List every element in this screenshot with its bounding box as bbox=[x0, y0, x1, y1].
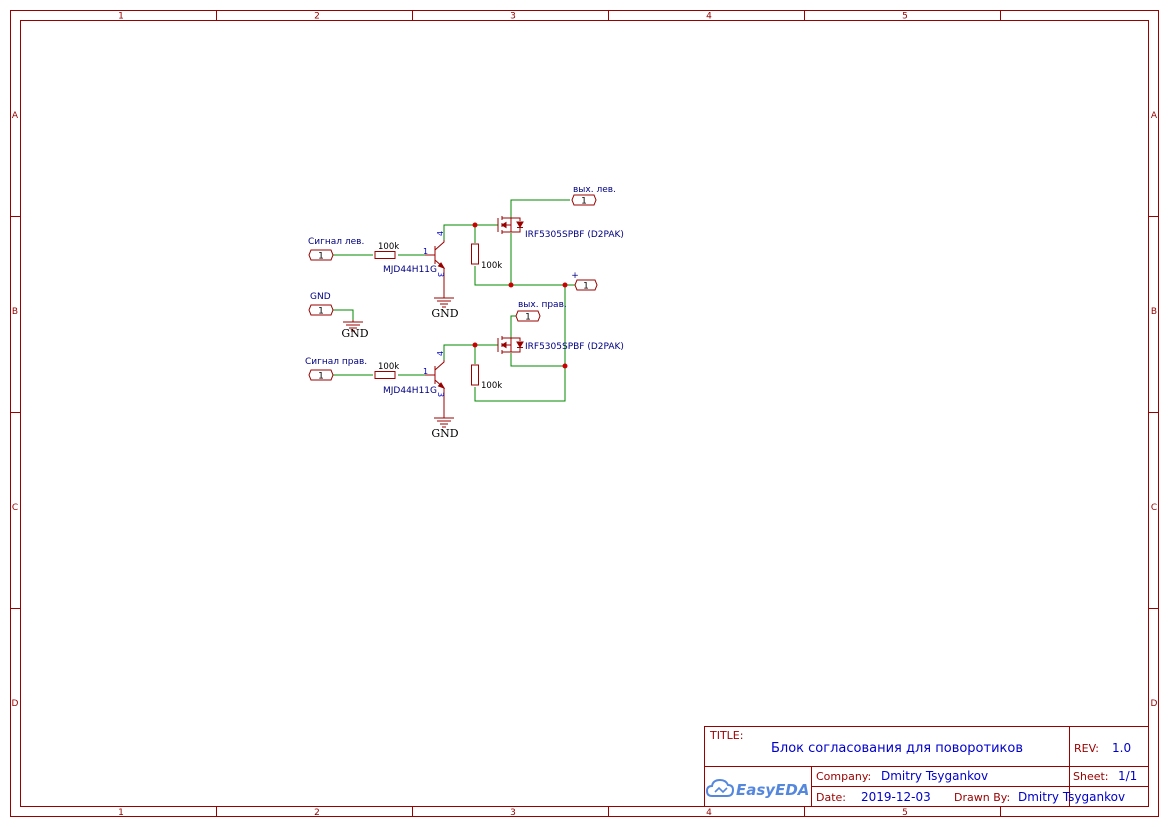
junction-dot bbox=[508, 282, 514, 288]
junctions bbox=[472, 222, 568, 369]
resistor-value: 100k bbox=[481, 381, 502, 391]
cloud-icon bbox=[705, 778, 735, 797]
row-label-left-c: C bbox=[12, 503, 18, 513]
sheet-frame: 1 2 3 4 5 1 2 3 4 5 A B C D A B C D bbox=[10, 10, 1159, 818]
port-label: GND bbox=[310, 292, 331, 302]
port-label: вых. прав. bbox=[518, 300, 567, 310]
col-label-top-1: 1 bbox=[118, 12, 124, 22]
p-mosfet-lower[interactable]: IRF5305SPBF (D2PAK) bbox=[497, 336, 624, 354]
part-number: IRF5305SPBF (D2PAK) bbox=[525, 342, 624, 352]
port-plus[interactable]: + 1 bbox=[571, 271, 598, 292]
row-label-left-a: A bbox=[12, 111, 19, 121]
drawn-by-value: Dmitry Tsygankov bbox=[1018, 790, 1125, 804]
inner-border bbox=[20, 20, 1149, 807]
resistor-value: 100k bbox=[378, 362, 399, 372]
col-label-top-3: 3 bbox=[510, 12, 516, 22]
pin-collector: 4 bbox=[436, 351, 445, 356]
port-number: 1 bbox=[318, 372, 324, 382]
easyeda-logo: EasyEDA bbox=[705, 778, 809, 799]
pin-emitter: 3 bbox=[436, 272, 445, 277]
resistor-base-lower[interactable]: 100k bbox=[374, 362, 399, 379]
gnd-label: GND bbox=[431, 427, 458, 440]
gnd-symbol-port: GND bbox=[341, 320, 369, 340]
port-number: 1 bbox=[318, 307, 324, 317]
port-label: Сигнал лев. bbox=[308, 237, 364, 247]
title-label: TITLE: bbox=[709, 729, 743, 742]
pin-base: 1 bbox=[423, 367, 428, 376]
gnd-label: GND bbox=[431, 307, 458, 320]
row-dividers bbox=[10, 216, 1159, 609]
col-label-bottom-3: 3 bbox=[510, 808, 516, 818]
npn-transistor-lower[interactable]: 1 4 3 MJD44H11G bbox=[383, 351, 446, 397]
resistor-gate-lower[interactable]: 100k bbox=[471, 364, 503, 391]
col-label-bottom-5: 5 bbox=[902, 808, 908, 818]
company-value: Dmitry Tsygankov bbox=[881, 769, 988, 783]
col-label-top-2: 2 bbox=[314, 12, 320, 22]
row-label-right-d: D bbox=[1151, 699, 1158, 709]
col-label-bottom-4: 4 bbox=[706, 808, 712, 818]
port-number: 1 bbox=[581, 197, 587, 207]
gnd-label: GND bbox=[341, 327, 368, 340]
company-label: Company: bbox=[816, 770, 871, 783]
port-signal-left[interactable]: Сигнал лев. 1 bbox=[308, 237, 364, 262]
port-out-right[interactable]: вых. прав. 1 bbox=[515, 300, 567, 323]
junction-dot bbox=[562, 363, 568, 369]
date-label: Date: bbox=[816, 791, 846, 804]
col-label-top-4: 4 bbox=[706, 12, 712, 22]
outer-border bbox=[10, 10, 1159, 817]
resistor-gate-upper[interactable]: 100k bbox=[471, 243, 503, 271]
drawn-by-label: Drawn By: bbox=[954, 791, 1010, 804]
part-number: IRF5305SPBF (D2PAK) bbox=[525, 230, 624, 240]
resistor-value: 100k bbox=[481, 261, 502, 271]
col-label-bottom-2: 2 bbox=[314, 808, 320, 818]
wires bbox=[333, 199, 575, 402]
port-label: + bbox=[571, 271, 579, 281]
port-signal-right[interactable]: Сигнал прав. 1 bbox=[305, 357, 367, 382]
col-label-bottom-1: 1 bbox=[118, 808, 124, 818]
row-label-left-d: D bbox=[12, 699, 19, 709]
port-label: вых. лев. bbox=[573, 185, 616, 195]
resistor-base-upper[interactable]: 100k bbox=[374, 242, 399, 259]
junction-dot bbox=[562, 282, 568, 288]
gnd-symbol-upper: GND bbox=[431, 270, 459, 320]
pin-collector: 4 bbox=[436, 231, 445, 236]
row-label-right-b: B bbox=[1151, 307, 1157, 317]
port-number: 1 bbox=[525, 313, 531, 323]
date-value: 2019-12-03 bbox=[861, 790, 931, 804]
rev-value: 1.0 bbox=[1112, 741, 1131, 755]
part-number: MJD44H11G bbox=[383, 386, 437, 396]
pin-emitter: 3 bbox=[436, 392, 445, 397]
column-dividers bbox=[216, 10, 1001, 817]
npn-transistor-upper[interactable]: 1 4 3 MJD44H11G bbox=[383, 231, 446, 277]
junction-dot bbox=[472, 222, 478, 228]
port-number: 1 bbox=[583, 282, 589, 292]
gnd-symbol-lower: GND bbox=[431, 390, 459, 440]
p-mosfet-upper[interactable]: IRF5305SPBF (D2PAK) bbox=[497, 216, 624, 240]
title-value: Блок согласования для поворотиков bbox=[771, 741, 1023, 756]
port-label: Сигнал прав. bbox=[305, 357, 367, 367]
port-out-left[interactable]: вых. лев. 1 bbox=[571, 185, 616, 207]
row-label-left-b: B bbox=[12, 307, 18, 317]
sheet-value: 1/1 bbox=[1118, 769, 1137, 783]
title-block: TITLE: Блок согласования для поворотиков… bbox=[704, 726, 1149, 807]
row-label-right-c: C bbox=[1151, 503, 1157, 513]
sheet-label: Sheet: bbox=[1073, 770, 1109, 783]
row-label-right-a: A bbox=[1151, 111, 1158, 121]
logo-text: EasyEDA bbox=[736, 781, 809, 799]
col-label-top-5: 5 bbox=[902, 12, 908, 22]
port-number: 1 bbox=[318, 252, 324, 262]
junction-dot bbox=[472, 342, 478, 348]
part-number: MJD44H11G bbox=[383, 265, 437, 275]
port-gnd[interactable]: GND 1 bbox=[308, 292, 334, 317]
rev-label: REV: bbox=[1074, 742, 1099, 755]
resistor-value: 100k bbox=[378, 242, 399, 252]
pin-base: 1 bbox=[423, 247, 428, 256]
